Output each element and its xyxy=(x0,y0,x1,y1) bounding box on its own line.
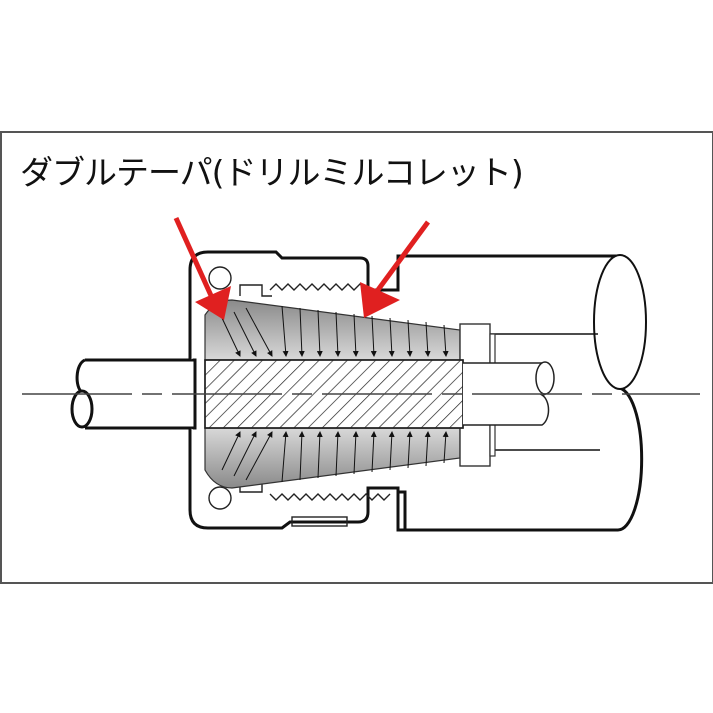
shank xyxy=(70,358,197,430)
nut-details xyxy=(208,266,391,527)
diagram-title: ダブルテーパ(ドリルミルコレット) xyxy=(20,153,524,192)
force-arrows xyxy=(221,305,449,483)
red-taper-arrows xyxy=(173,216,431,320)
